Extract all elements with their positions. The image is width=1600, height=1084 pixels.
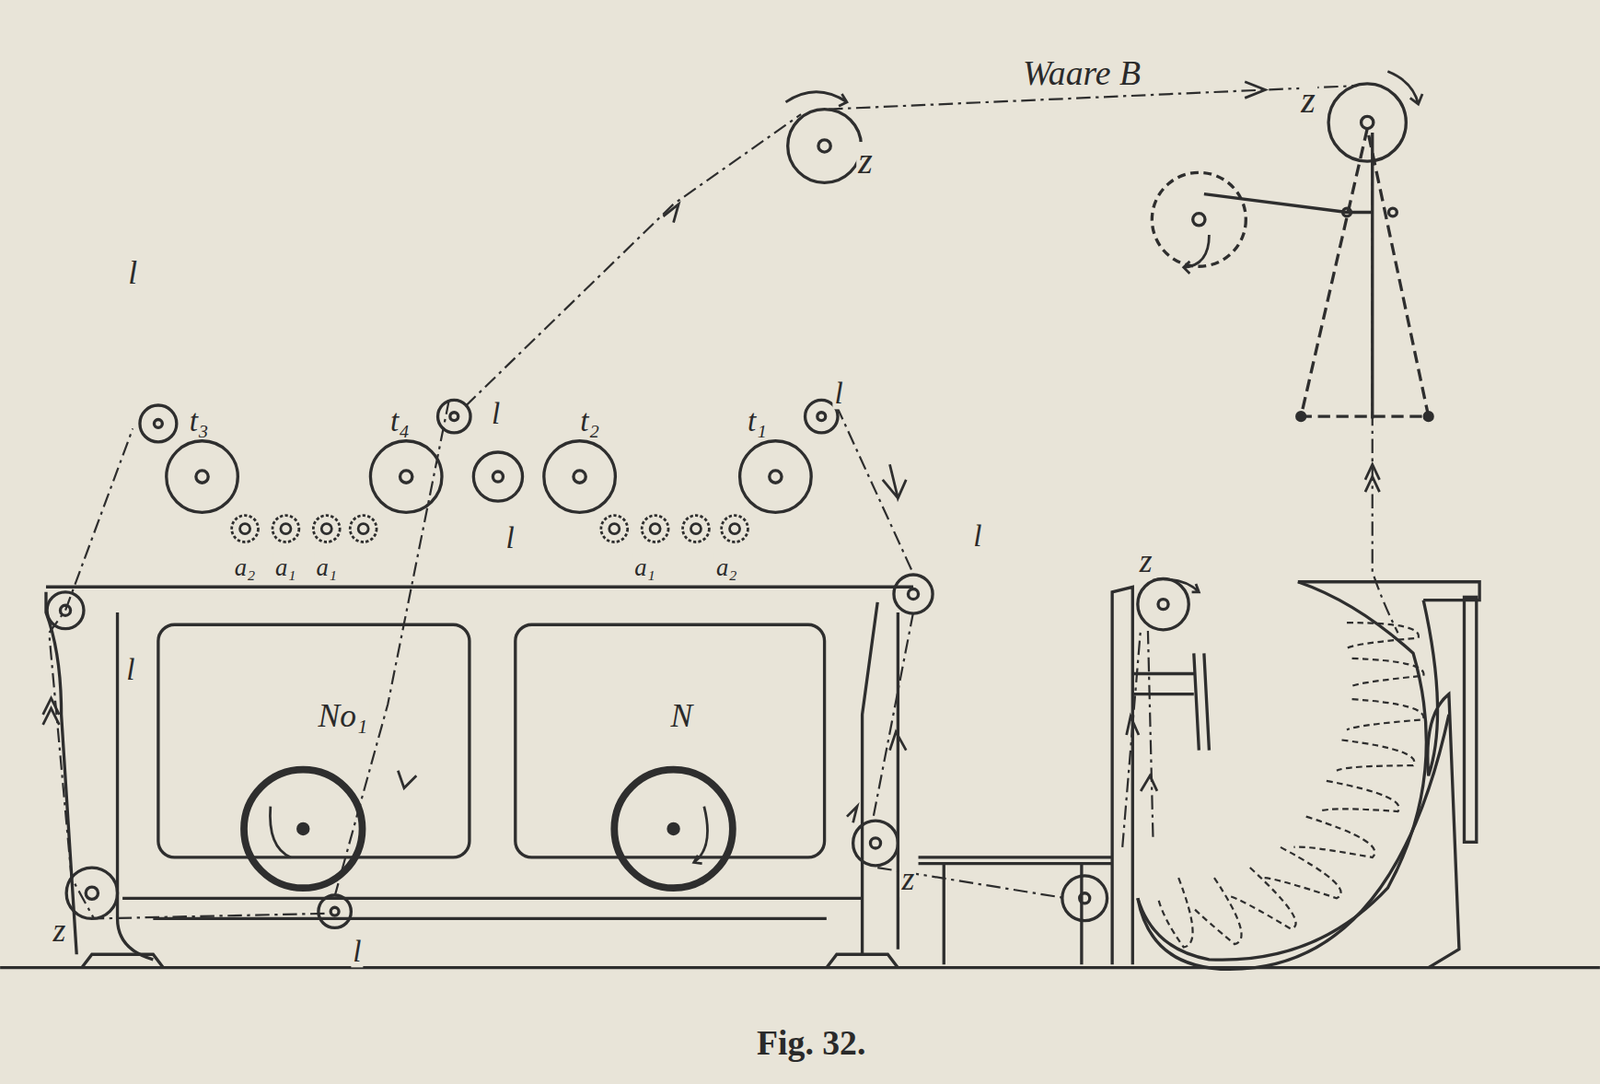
part-label: l — [504, 521, 517, 555]
part-label: l — [124, 652, 137, 685]
part-label: a₂ — [232, 554, 258, 581]
part-label: z — [1137, 544, 1155, 579]
part-label: t₄ — [388, 404, 412, 437]
part-label: N — [669, 698, 696, 733]
part-label: t₃ — [187, 404, 211, 437]
part-label: z — [50, 913, 68, 948]
part-label: z — [856, 141, 875, 181]
part-label: l — [350, 934, 363, 967]
part-label: z — [900, 862, 917, 897]
part-label: l — [832, 376, 845, 409]
part-label: l — [126, 255, 140, 290]
part-label: l — [489, 396, 502, 429]
part-label: a₁ — [273, 554, 299, 581]
part-label: Waare B — [1020, 55, 1143, 93]
part-label: a₂ — [714, 554, 740, 581]
part-label: No₁ — [316, 698, 371, 733]
part-label: t₂ — [578, 404, 602, 437]
figure-caption: Fig. 32. — [754, 1024, 868, 1062]
part-label: a₁ — [313, 554, 339, 581]
part-label: a₁ — [632, 554, 658, 581]
part-label: t₁ — [745, 404, 769, 437]
part-label: z — [1298, 81, 1318, 120]
part-label: l — [971, 519, 984, 552]
